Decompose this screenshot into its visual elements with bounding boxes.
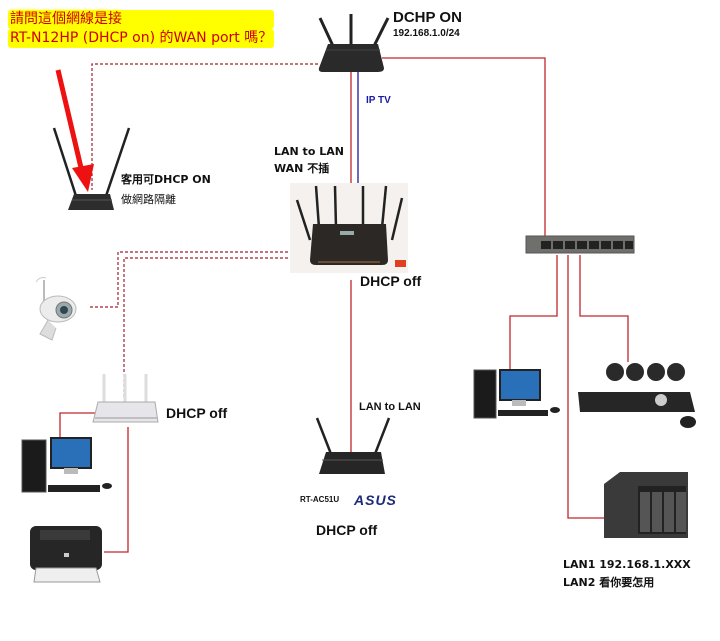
cable-left-router-to-pc <box>59 412 95 438</box>
red-arrow-icon <box>55 69 94 192</box>
dashed-cable-center-to-camera <box>88 251 293 308</box>
question-callout: 請問這個網線是接 RT-N12HP (DHCP on) 的WAN port 嗎？ <box>8 10 275 48</box>
desktop-pc-right-icon <box>473 369 560 419</box>
main-router-subnet: 192.168.1.0/24 <box>393 28 460 39</box>
guest-router-note-1: 客用可DHCP ON <box>121 173 211 186</box>
question-line-2: RT-N12HP (DHCP on) 的WAN port 嗎？ <box>8 29 275 48</box>
guest-router-icon <box>52 127 131 210</box>
ip-camera-icon <box>35 277 77 341</box>
cable-switch-to-dvr <box>579 255 629 362</box>
dashed-cable-main-to-guest <box>91 63 318 190</box>
printer-icon <box>30 526 102 583</box>
left-router-status: DHCP off <box>166 405 228 421</box>
nas-lan2: LAN2 看你要怎用 <box>563 576 655 589</box>
center-router-note-2: WAN 不插 <box>274 162 330 175</box>
center-router-icon <box>290 183 408 273</box>
cable-left-router-to-printer <box>104 427 129 553</box>
desktop-pc-left-icon <box>21 437 112 493</box>
left-router-icon <box>92 374 159 423</box>
main-router-icon <box>318 14 390 72</box>
asus-logo: ASUS <box>354 492 397 508</box>
network-switch-icon <box>525 235 635 254</box>
center-router-note-1: LAN to LAN <box>274 145 344 158</box>
nas-icon <box>604 472 688 538</box>
nas-lan1: LAN1 192.168.1.XXX <box>563 558 691 571</box>
cable-main-to-switch <box>382 57 546 240</box>
main-router-title: DCHP ON <box>393 9 462 26</box>
ac51u-router-icon <box>315 417 391 474</box>
cable-switch-to-nas <box>567 255 605 519</box>
guest-router-note-2: 做網路隔離 <box>121 193 176 206</box>
iptv-label: IP TV <box>366 95 391 106</box>
center-router-status: DHCP off <box>360 273 422 289</box>
ac51u-status: DHCP off <box>316 522 378 538</box>
question-line-1: 請問這個網線是接 <box>8 10 275 29</box>
ac51u-note: LAN to LAN <box>359 401 421 413</box>
ac51u-model: RT-AC51U <box>300 495 340 504</box>
cable-switch-to-pc-right <box>509 255 558 370</box>
dashed-cable-center-to-left-router <box>123 257 293 398</box>
dvr-camera-kit-icon <box>578 363 696 428</box>
